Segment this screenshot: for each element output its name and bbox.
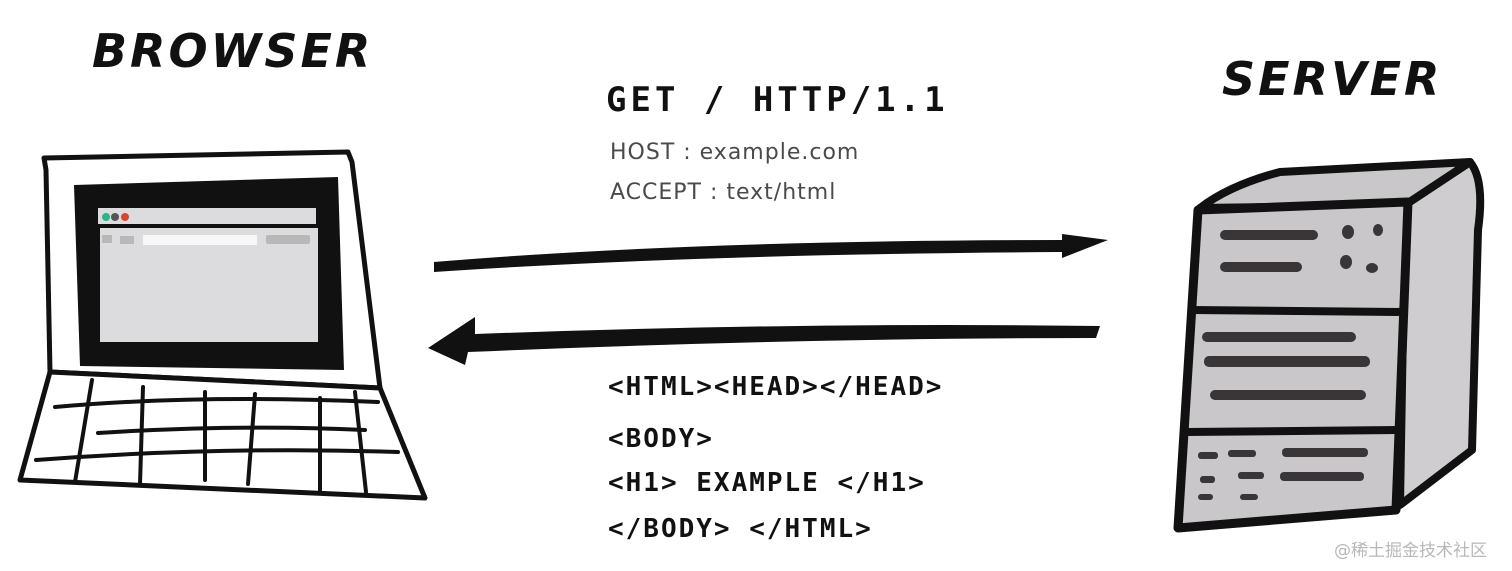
server-drive-slots bbox=[1198, 224, 1383, 500]
request-header-host: HOST : example.com bbox=[610, 140, 860, 165]
response-arrow-icon bbox=[428, 317, 1100, 365]
server-label: SERVER bbox=[1222, 52, 1443, 106]
response-line-1: <HTML><HEAD></HEAD> bbox=[608, 372, 944, 402]
search-bar bbox=[266, 235, 310, 244]
traffic-light-gray-icon bbox=[111, 213, 119, 221]
request-line: GET / HTTP/1.1 bbox=[606, 80, 949, 120]
traffic-light-green-icon bbox=[102, 213, 110, 221]
browser-laptop-illustration bbox=[0, 140, 440, 520]
browser-viewport bbox=[100, 228, 318, 342]
address-bar bbox=[143, 235, 257, 245]
browser-titlebar bbox=[98, 208, 316, 224]
laptop-icon bbox=[17, 149, 428, 501]
request-header-accept: ACCEPT : text/html bbox=[610, 180, 837, 205]
server-icon bbox=[1173, 158, 1485, 533]
response-line-4: </BODY> </HTML> bbox=[608, 514, 873, 544]
forward-button-icon bbox=[120, 236, 134, 244]
traffic-light-red-icon bbox=[121, 213, 129, 221]
browser-label: BROWSER bbox=[92, 24, 374, 78]
keyboard-keys bbox=[34, 378, 400, 494]
request-arrow-icon bbox=[434, 234, 1108, 272]
response-line-2: <BODY> bbox=[608, 424, 714, 454]
watermark: @稀土掘金技术社区 bbox=[1334, 541, 1487, 561]
back-button-icon bbox=[102, 235, 112, 243]
response-line-3: <H1> EXAMPLE </H1> bbox=[608, 468, 926, 498]
server-tower-illustration bbox=[1160, 150, 1500, 550]
